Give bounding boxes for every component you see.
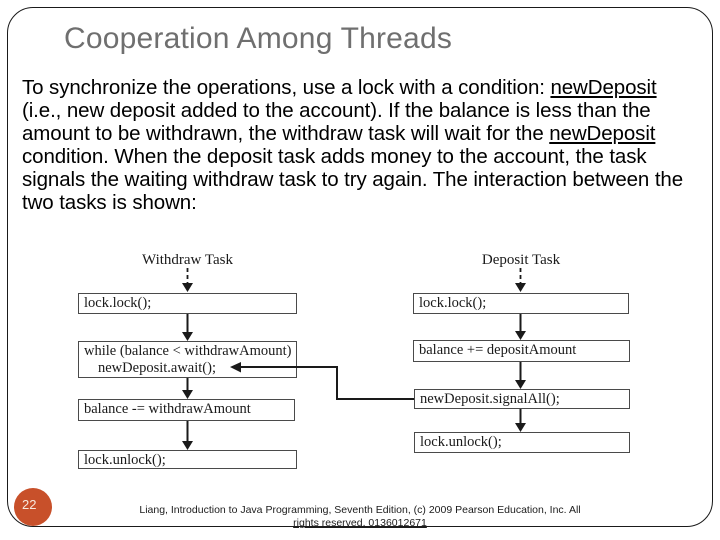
withdraw-task-label: Withdraw Task [142,252,233,268]
footer-line-2: rights reserved. 0136012671 [293,517,427,529]
page-number-badge: 22 [14,488,52,526]
body-segment: To synchronize the operations, use a loc… [22,76,551,99]
withdraw-unlock-box: lock.unlock(); [78,450,297,469]
deposit-lock-box: lock.lock(); [413,293,629,314]
body-segment-underlined: newDeposit [549,122,656,145]
body-segment: condition. When the deposit task adds mo… [22,145,684,214]
deposit-balance-box: balance += depositAmount [413,340,630,362]
body-segment: (i.e., new deposit added to the account)… [22,99,651,145]
withdraw-while-box: while (balance < withdrawAmount)newDepos… [78,341,297,378]
footer-line-1: Liang, Introduction to Java Programming,… [139,504,581,516]
deposit-unlock-box: lock.unlock(); [414,432,630,453]
await-line: newDeposit.await(); [98,359,216,376]
body-segment-underlined: newDeposit [550,76,657,99]
deposit-task-label: Deposit Task [481,252,561,268]
copyright-footer: Liang, Introduction to Java Programming,… [0,504,720,530]
withdraw-balance-box: balance -= withdrawAmount [78,399,295,421]
body-paragraph: To synchronize the operations, use a loc… [22,76,698,214]
withdraw-lock-box: lock.lock(); [78,293,297,314]
while-condition-line: while (balance < withdrawAmount) [84,343,292,359]
deposit-signal-box: newDeposit.signalAll(); [414,389,630,409]
page-title: Cooperation Among Threads [64,22,453,55]
